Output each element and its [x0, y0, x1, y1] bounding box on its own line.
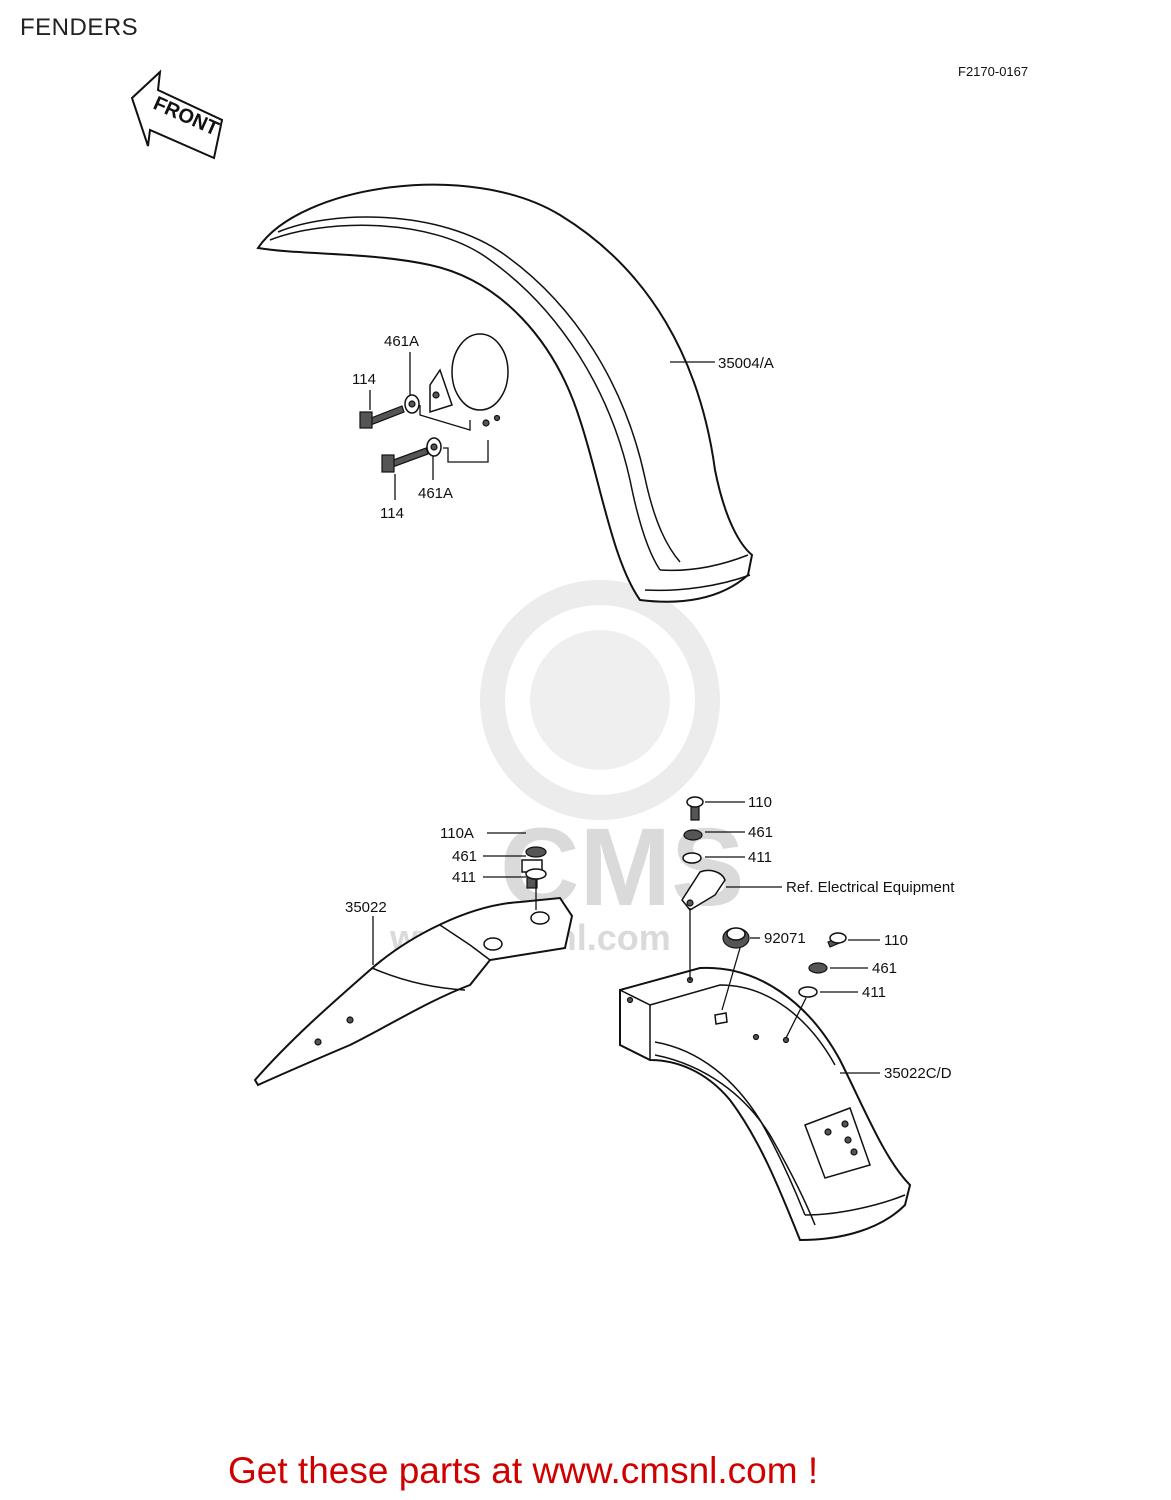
- callout-461-rear-left: 461: [452, 848, 477, 865]
- front-direction-arrow: FRONT: [130, 69, 224, 160]
- callout-35004: 35004/A: [718, 355, 774, 372]
- rear-left-fasteners: [521, 846, 547, 910]
- callout-411-rear-left: 411: [452, 869, 476, 886]
- callout-35022cd: 35022C/D: [884, 1065, 952, 1082]
- callout-35022: 35022: [345, 899, 387, 916]
- grommet-92071: [721, 927, 760, 1011]
- front-fender-fasteners: [359, 352, 489, 500]
- callout-ref-electrical[interactable]: Ref. Electrical Equipment: [786, 879, 955, 896]
- callout-461-right-lower: 461: [872, 960, 897, 977]
- parts-diagram: CMS www.cmsnl.com FRONT 3500: [130, 69, 955, 1242]
- callout-114-lower: 114: [380, 505, 404, 522]
- rear-right-fasteners-lower: [785, 932, 880, 1039]
- promo-link[interactable]: Get these parts at www.cmsnl.com !: [228, 1450, 819, 1491]
- callout-461a-lower: 461A: [418, 485, 453, 502]
- page-title: FENDERS: [20, 14, 139, 41]
- callout-92071: 92071: [764, 930, 806, 947]
- rear-right-fasteners-upper: [681, 796, 782, 980]
- callout-411-right-upper: 411: [748, 849, 772, 866]
- rear-fender-front-35022[interactable]: [253, 896, 574, 1087]
- callout-114-upper: 114: [352, 371, 376, 388]
- callout-461a-upper: 461A: [384, 333, 419, 350]
- callout-411-right-lower: 411: [862, 984, 886, 1001]
- rear-fender-35022cd[interactable]: [619, 966, 912, 1242]
- front-fender-35004[interactable]: [256, 183, 754, 603]
- callout-110a: 110A: [440, 825, 474, 842]
- diagram-code: F2170-0167: [958, 64, 1029, 79]
- callout-461-right-upper: 461: [748, 824, 773, 841]
- callout-110-upper: 110: [748, 794, 772, 811]
- callout-110-lower: 110: [884, 932, 908, 949]
